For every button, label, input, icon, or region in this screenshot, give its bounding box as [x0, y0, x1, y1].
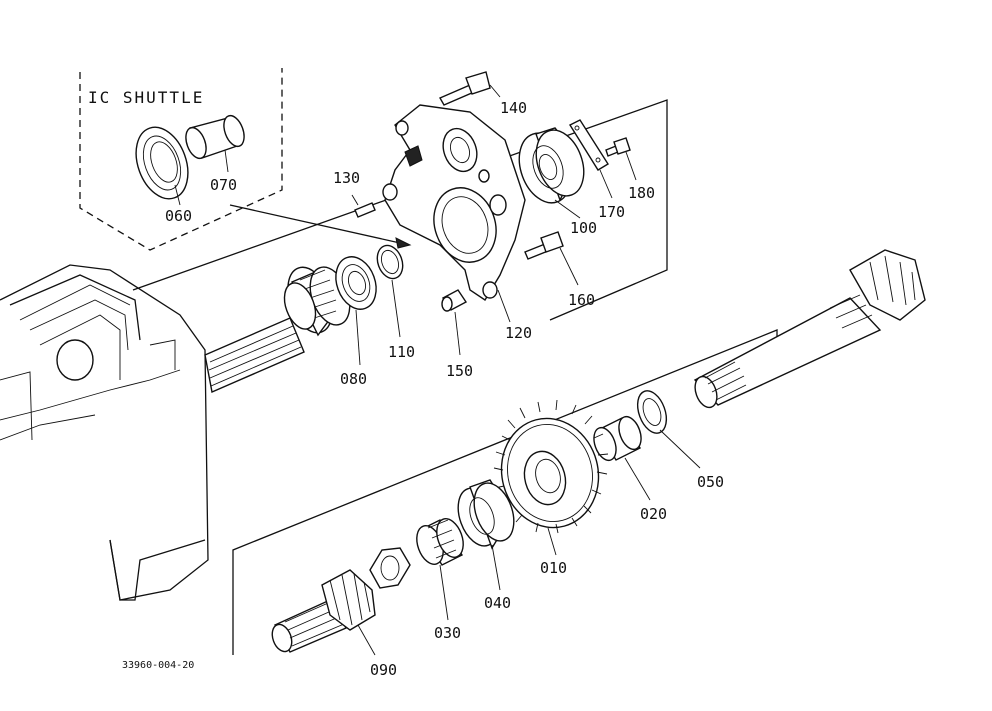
part-040-bearing	[457, 479, 515, 591]
drawing-number: 33960-004-20	[122, 660, 194, 671]
callout-labels: 140 130 170 180 100 160 060 070 080 110 …	[165, 99, 724, 679]
callout-030: 030	[434, 624, 461, 642]
part-110-snap-ring	[376, 244, 404, 338]
callout-180: 180	[628, 184, 655, 202]
inset-title: IC SHUTTLE	[88, 88, 204, 107]
part-nut	[369, 547, 411, 589]
part-130-dowel-pin	[351, 194, 376, 218]
transmission-case	[0, 264, 209, 601]
callout-080: 080	[340, 370, 367, 388]
insertion-arrow	[229, 204, 412, 249]
part-180-screw	[605, 137, 637, 181]
callout-120: 120	[505, 324, 532, 342]
callout-010: 010	[540, 559, 567, 577]
callout-040: 040	[484, 594, 511, 612]
part-020-needle-bearing	[593, 415, 651, 501]
part-080-bearing	[335, 256, 377, 366]
part-160-bolt	[524, 231, 579, 286]
callout-070: 070	[210, 176, 237, 194]
callout-090: 090	[370, 661, 397, 679]
callout-020: 020	[640, 505, 667, 523]
part-140-bolt	[439, 71, 501, 106]
callout-100: 100	[570, 219, 597, 237]
pinion-shaft	[693, 249, 926, 409]
callout-140: 140	[500, 99, 527, 117]
part-150-collar	[441, 289, 468, 356]
part-100-bearing	[518, 127, 585, 219]
part-090-gear-shaft	[271, 569, 376, 656]
part-030-needle-bearing	[416, 518, 464, 621]
part-010-gear	[493, 399, 609, 556]
part-070-bushing	[185, 114, 245, 160]
ic-shuttle-inset: IC SHUTTLE	[79, 68, 283, 251]
callout-050: 050	[697, 473, 724, 491]
callout-170: 170	[598, 203, 625, 221]
input-shaft	[204, 266, 351, 393]
part-120-shuttle-housing	[382, 104, 526, 323]
part-050-washer	[636, 390, 701, 469]
callout-060: 060	[165, 207, 192, 225]
part-060-ring	[135, 126, 189, 200]
callout-130: 130	[333, 169, 360, 187]
part-170-retainer-plate	[568, 119, 613, 199]
callout-150: 150	[446, 362, 473, 380]
callout-160: 160	[568, 291, 595, 309]
callout-110: 110	[388, 343, 415, 361]
